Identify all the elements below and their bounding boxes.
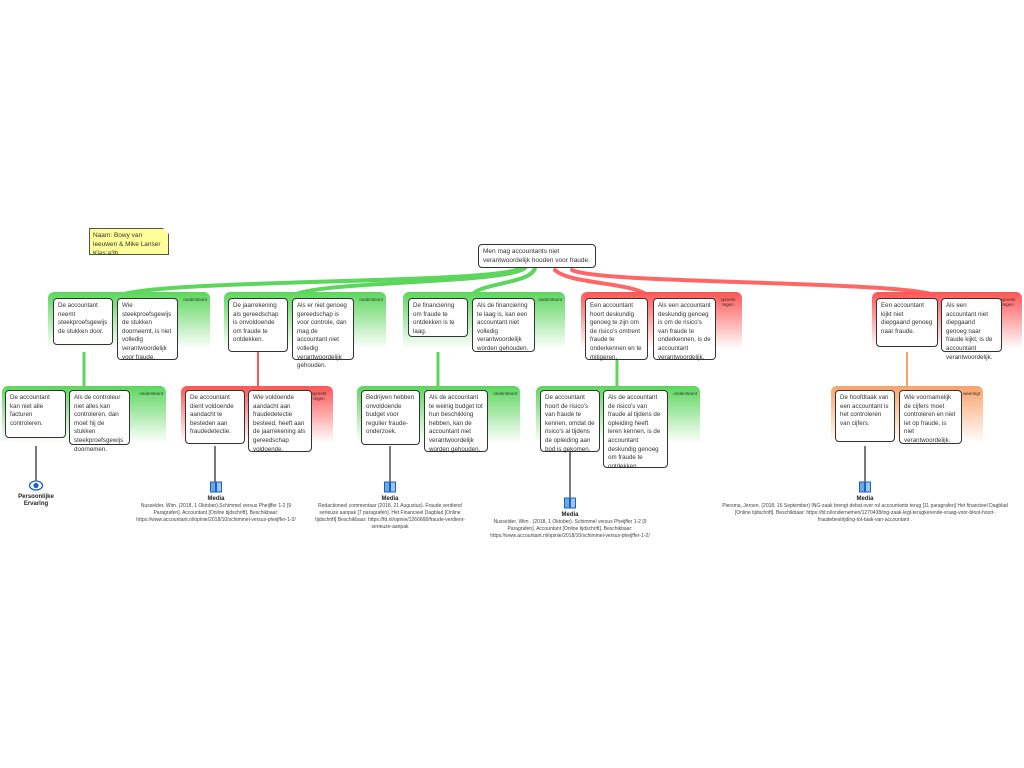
claim-box[interactable]: Bedrijven hebben onvoldoende budget voor… — [361, 390, 420, 445]
claim-box[interactable]: Een accountant hoort deskundig genoeg te… — [585, 298, 648, 361]
reason-box[interactable]: Als de accountant de risico's van fraude… — [603, 390, 668, 470]
relation-label: ondersteunt — [359, 297, 383, 302]
claim-box[interactable]: De accountant kan niet alle facturen con… — [5, 390, 66, 438]
relation-label: weerlegt — [962, 391, 980, 396]
reason-box[interactable]: Wie voornamelijk de cijfers moet control… — [899, 390, 962, 444]
relation-label: ondersteunt — [538, 297, 562, 302]
reason-box[interactable]: Als er niet genoeg gereedschap is voor c… — [292, 298, 354, 369]
claim-box[interactable]: De hoofdtaak van een accountant is het c… — [835, 390, 895, 442]
relation-label: ondersteunt — [183, 297, 207, 302]
source-citation: Redactioneel commentaar (2018, 21 August… — [315, 503, 465, 530]
claim-box[interactable]: De accountant hoort de risico's van frau… — [540, 390, 600, 453]
claim-box[interactable]: De accountant dient voldoende aandacht t… — [185, 390, 245, 444]
source-citation: Piersma, Jeroen. (2018, 16 September) IN… — [722, 503, 1008, 523]
relation-label: spreekt tegen — [311, 391, 327, 401]
author-note[interactable]: Naam: Bowy van leeuwen & Mike Lanser Kla… — [89, 228, 169, 257]
reason-box[interactable]: Wie steekproefsgewijs de stukken doornee… — [117, 298, 178, 361]
book-icon — [564, 497, 576, 509]
source-title: Media — [856, 496, 874, 502]
reason-box[interactable]: Wie voldoende aandacht aan fraudedetecti… — [248, 390, 312, 453]
relation-label: ondersteunt — [493, 391, 517, 396]
root-claim[interactable]: Men mag accountants niet verantwoordelij… — [478, 244, 596, 268]
claim-box[interactable]: De accountant neemt steekproefsgewijs de… — [53, 298, 113, 345]
source-media[interactable]: Media Redactioneel commentaar (2018, 21 … — [312, 481, 468, 531]
reason-box[interactable]: Als de accountant te weinig budget tot h… — [424, 390, 488, 453]
reason-box[interactable]: Als de controleur niet alles kan control… — [69, 390, 130, 453]
reason-box[interactable]: Als een accountant deskundig genoeg is o… — [653, 298, 716, 361]
source-title: Media — [561, 512, 579, 518]
source-citation: Nusselder, Wim . (2018, 1 Oktober). Schi… — [490, 519, 650, 539]
source-title: Media — [207, 496, 225, 502]
claim-box[interactable]: De jaarrekening als gereedschap is onvol… — [228, 298, 288, 352]
reason-box[interactable]: Als de financiering te laag is, kan een … — [472, 298, 535, 352]
source-media[interactable]: Media Piersma, Jeroen. (2018, 16 Septemb… — [720, 481, 1010, 524]
book-icon — [859, 481, 871, 493]
eye-icon — [29, 480, 43, 491]
claim-box[interactable]: De financiering om fraude te ontdekken i… — [408, 298, 468, 337]
relation-label: ondersteunt — [139, 391, 163, 396]
source-title: Persoonlijke Ervaring — [18, 494, 54, 507]
source-title: Media — [381, 496, 399, 502]
relation-label: ondersteunt — [673, 391, 697, 396]
book-icon — [384, 481, 396, 493]
reason-box[interactable]: Als een accountant niet diepgaand genoeg… — [941, 298, 1002, 361]
source-media[interactable]: Media Nusselder, Wim . (2018, 1 Oktober)… — [484, 497, 656, 540]
relation-label: spreekt tegen — [1000, 297, 1016, 307]
claim-box[interactable]: Een accountant kijkt niet diepgaand geno… — [876, 298, 938, 347]
book-icon — [210, 481, 222, 493]
source-citation: Nusselder, Wim. (2018, 1 Oktober).Schimm… — [136, 503, 296, 523]
source-personal-experience[interactable]: Persoonlijke Ervaring — [6, 480, 66, 508]
relation-label: spreekt tegen — [720, 297, 736, 307]
source-media[interactable]: Media Nusselder, Wim. (2018, 1 Oktober).… — [130, 481, 302, 524]
